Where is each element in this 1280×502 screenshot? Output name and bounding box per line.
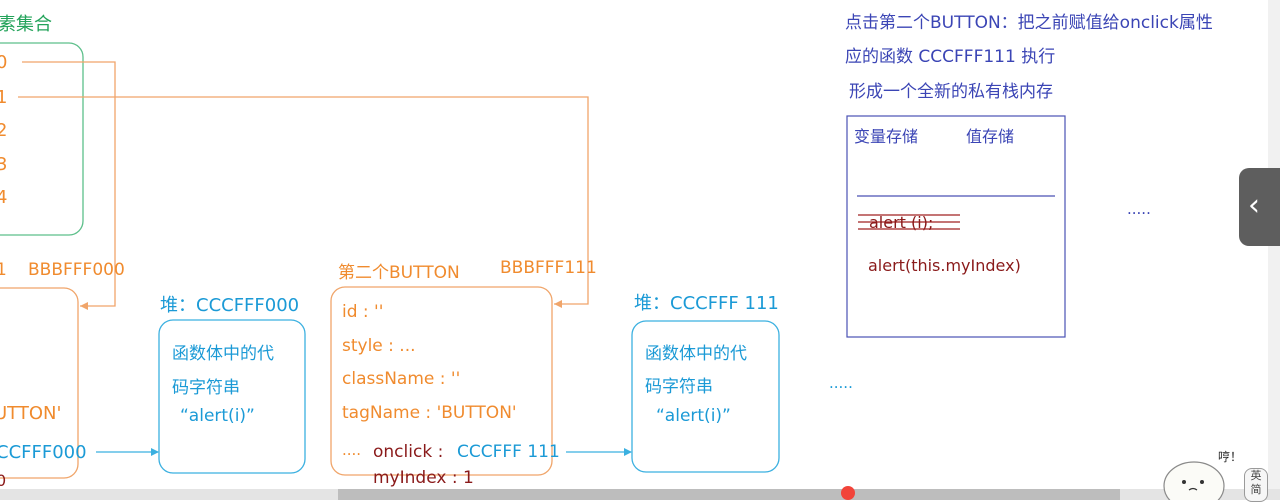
mascot-icon [1163,461,1225,500]
button2-header-label: 第二个BUTTON [338,263,460,283]
button2-ellipsis: .... [342,441,362,459]
ime-indicator[interactable]: 英 简 [1244,468,1268,502]
heap1-line2: 码字符串 [645,377,713,397]
left-object-tagname-fragment: UTTON' [0,403,62,424]
heap1-box [631,320,780,473]
heap1-line3: “alert(i)” [656,406,731,426]
left-object-box [0,287,79,479]
horizontal-scrollbar-thumb[interactable] [338,489,1120,500]
button2-onclick-key: onclick : [373,442,444,462]
note-line-1: 点击第二个BUTTON：把之前赋值给onclick属性 [845,13,1213,33]
heap1-line1: 函数体中的代 [645,344,747,364]
arrowhead-onclick1 [624,448,632,456]
right-ellipsis: ..... [1127,200,1151,218]
collection-title: 素集合 [0,14,52,35]
arrowhead-index0 [80,302,88,310]
chevron-left-icon: ‹ [1248,188,1260,223]
button2-prop-tagname: tagName : 'BUTTON' [342,403,517,423]
stack-val-column: 值存储 [966,127,1015,146]
collection-index-4: 4 [0,187,8,208]
heap0-box [158,319,306,474]
connector-index1 [18,96,589,305]
note-line-2: 应的函数 CCCFFF111 执行 [845,47,1056,67]
button2-prop-id: id : '' [342,302,384,322]
collection-box [0,42,84,236]
pointer-indicator-icon [841,486,855,500]
button2-prop-style: style : ... [342,336,416,356]
left-object-address: BBBFFF000 [28,260,125,280]
collection-index-1: 1 [0,87,8,108]
heap1-header: 堆：CCCFFF 111 [634,293,779,314]
collection-index-2: 2 [0,120,8,141]
arrowhead-onclick0 [151,448,159,456]
stack-struck-code: alert (i); [869,213,934,232]
ime-char-2: 简 [1250,483,1262,496]
stack-var-column: 变量存储 [854,127,919,146]
heap0-line3: “alert(i)” [180,406,255,426]
button2-header-address: BBBFFF111 [500,258,597,278]
left-object-onclick-fragment: CCFFF000 [0,442,87,463]
middle-ellipsis: ..... [829,374,853,392]
button2-prop-classname: className : '' [342,369,461,389]
left-object-index: 1 [0,260,7,280]
stack-code: alert(this.myIndex) [868,256,1021,275]
heap0-line2: 码字符串 [172,378,240,398]
button2-myindex: myIndex : 1 [373,468,474,488]
left-object-bottom-fragment: 0 [0,471,7,490]
button2-onclick-value: CCCFFF 111 [457,442,560,462]
collection-index-3: 3 [0,154,8,175]
collection-index-0: 0 [0,52,8,73]
heap0-header: 堆：CCCFFF000 [160,295,300,316]
ime-char-1: 英 [1250,469,1262,482]
button2-object-box [330,286,553,476]
note-line-3: 形成一个全新的私有栈内存 [849,82,1053,102]
side-collapse-tab[interactable]: ‹ [1239,168,1280,246]
mascot-text: 哼！ [1218,450,1243,464]
connector-index0 [22,61,116,307]
arrowhead-index1 [554,300,562,308]
heap0-line1: 函数体中的代 [172,344,274,364]
stack-box [846,115,1066,338]
